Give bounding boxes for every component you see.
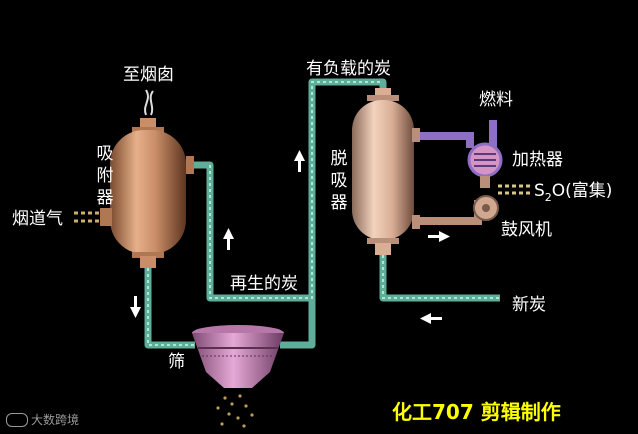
blower-label: 鼓风机 — [501, 222, 552, 239]
screen-label: 筛 — [168, 354, 185, 371]
so2-label: S2O(富集) — [534, 183, 612, 200]
adsorber-label: 吸 附 器 — [95, 143, 115, 209]
so2-tail: O(富集) — [552, 181, 613, 201]
credit-number: 707 — [432, 400, 474, 424]
pipe-adsorber-to-hopper — [148, 268, 195, 345]
adsorber-char: 附 — [97, 166, 114, 186]
desorber-vessel — [352, 88, 420, 255]
arrow-down-icon — [130, 296, 141, 318]
arrow-left-icon — [420, 313, 442, 324]
watermark: 大数跨境 — [6, 411, 79, 428]
so2-outflow — [498, 186, 530, 193]
credit-caption: 化工707 剪辑制作 — [392, 396, 561, 425]
adsorber-char: 吸 — [97, 144, 114, 164]
watermark-text: 大数跨境 — [31, 413, 79, 427]
desorber-char: 吸 — [331, 171, 348, 191]
pipe-hopper-to-return — [280, 298, 312, 345]
so2-sub: 2 — [545, 191, 552, 204]
blower — [420, 196, 498, 221]
arrow-right-icon — [428, 231, 450, 242]
adsorber-char: 器 — [97, 188, 114, 208]
heater-label: 加热器 — [512, 152, 563, 169]
heater-unit — [469, 144, 501, 188]
flue-gas-label: 烟道气 — [12, 211, 63, 228]
pipe-network — [148, 82, 500, 345]
smoke-plume — [145, 90, 153, 115]
watermark-logo-icon — [6, 413, 28, 427]
fuel-label: 燃料 — [479, 92, 513, 109]
loaded-carbon-label: 有负载的炭 — [306, 61, 391, 78]
regenerated-carbon-label: 再生的炭 — [230, 276, 298, 293]
pipe-desorber-bottom — [383, 255, 500, 298]
fresh-carbon-label: 新炭 — [512, 297, 546, 314]
flue-gas-flow — [74, 213, 100, 221]
credit-suffix: 剪辑制作 — [474, 400, 561, 424]
falling-fines — [216, 394, 253, 427]
chimney-label: 至烟囱 — [123, 67, 174, 84]
desorber-char: 脱 — [331, 149, 348, 169]
credit-prefix: 化工 — [392, 400, 432, 424]
pipe-highlights — [148, 82, 500, 345]
desorber-char: 器 — [331, 193, 348, 213]
desorber-label: 脱 吸 器 — [329, 148, 349, 214]
so2-main: S — [534, 181, 545, 201]
screen-hopper — [192, 325, 284, 388]
arrow-up-icon — [294, 150, 305, 172]
arrow-up-icon — [223, 228, 234, 250]
